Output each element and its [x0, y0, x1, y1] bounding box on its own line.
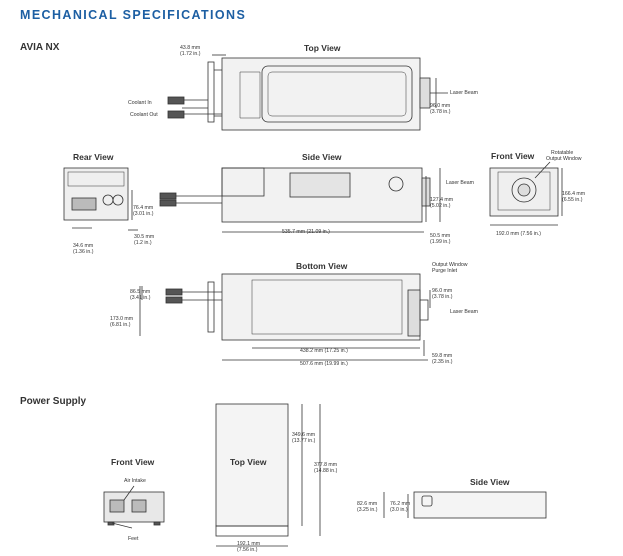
ps-side-view-drawing [383, 491, 547, 519]
dim-ps-side-2: 76.2 mm(3.0 in.) [390, 501, 411, 513]
bottom-view-drawing [139, 273, 431, 361]
dim-front-width: 192.0 mm (7.56 in.) [496, 231, 541, 237]
page-title: MECHANICAL SPECIFICATIONS [20, 8, 247, 22]
dim-bottom-length-2: 507.6 mm (19.99 in.) [300, 361, 348, 367]
dim-bottom-b: 173.0 mm(6.81 in.) [110, 316, 134, 328]
laser-beam-bottom-label: Laser Beam [450, 309, 478, 315]
rotatable-label: Rotatable [551, 150, 574, 156]
dim-bottom-length-1: 438.2 mm (17.25 in.) [300, 348, 348, 354]
dim-ps-width: 192.1 mm(7.56 in.) [237, 541, 261, 553]
coolant-in-label: Coolant In [128, 100, 152, 106]
output-window-purge-label-1: Output Window [432, 262, 468, 268]
dim-bottom-a: 86.5 mm(3.41 in.) [130, 289, 151, 301]
side-view-drawing [159, 167, 441, 233]
ps-side-view-title: Side View [470, 477, 510, 487]
feet-label: Feet [128, 536, 139, 542]
section-power-supply: Power Supply [20, 396, 87, 407]
coolant-out-label: Coolant Out [130, 112, 158, 118]
dim-bottom-c: 96.0 mm(3.78 in.) [432, 288, 453, 300]
laser-beam-top-label: Laser Beam [450, 90, 478, 96]
ps-top-view-drawing [215, 403, 321, 547]
dim-ps-height-2: 377.8 mm(14.88 in.) [314, 462, 338, 474]
dim-rear-bottom: 30.5 mm(1.2 in.) [134, 234, 155, 246]
dim-side-length: 535.7 mm (21.09 in.) [282, 229, 330, 235]
dim-front-height: 166.4 mm(6.55 in.) [562, 191, 586, 203]
dim-rear-height: 76.4 mm(3.01 in.) [133, 205, 154, 217]
front-view-title: Front View [491, 151, 535, 161]
side-view-title: Side View [302, 152, 342, 162]
dim-ps-side-1: 82.6 mm(3.25 in.) [357, 501, 378, 513]
top-view-drawing [167, 54, 448, 131]
dim-ps-height-1: 349.6 mm(13.77 in.) [292, 432, 316, 444]
bottom-view-title: Bottom View [296, 261, 348, 271]
top-view-title: Top View [304, 43, 341, 53]
dim-top-height: 96.0 mm(3.78 in.) [430, 103, 451, 115]
ps-front-view-title: Front View [111, 457, 155, 467]
air-intake-label: Air Intake [124, 478, 146, 484]
dim-bottom-d: 59.8 mm(2.35 in.) [432, 353, 453, 365]
rear-view-title: Rear View [73, 152, 114, 162]
section-avia-nx: AVIA NX [20, 42, 60, 53]
ps-front-view-drawing [103, 485, 165, 529]
front-view-drawing [489, 161, 563, 226]
rear-view-drawing [63, 167, 138, 231]
ps-top-view-title: Top View [230, 457, 267, 467]
dim-side-bottom: 50.5 mm(1.99 in.) [430, 233, 451, 245]
dim-side-height: 127.4 mm(5.02 in.) [430, 197, 454, 209]
output-window-purge-label-2: Purge Inlet [432, 268, 458, 274]
laser-beam-side-label: Laser Beam [446, 180, 474, 186]
output-window-label: Output Window [546, 156, 582, 162]
dim-top-width: 43.8 mm(1.72 in.) [180, 45, 201, 57]
dim-rear-width: 34.6 mm(1.36 in.) [73, 243, 94, 255]
